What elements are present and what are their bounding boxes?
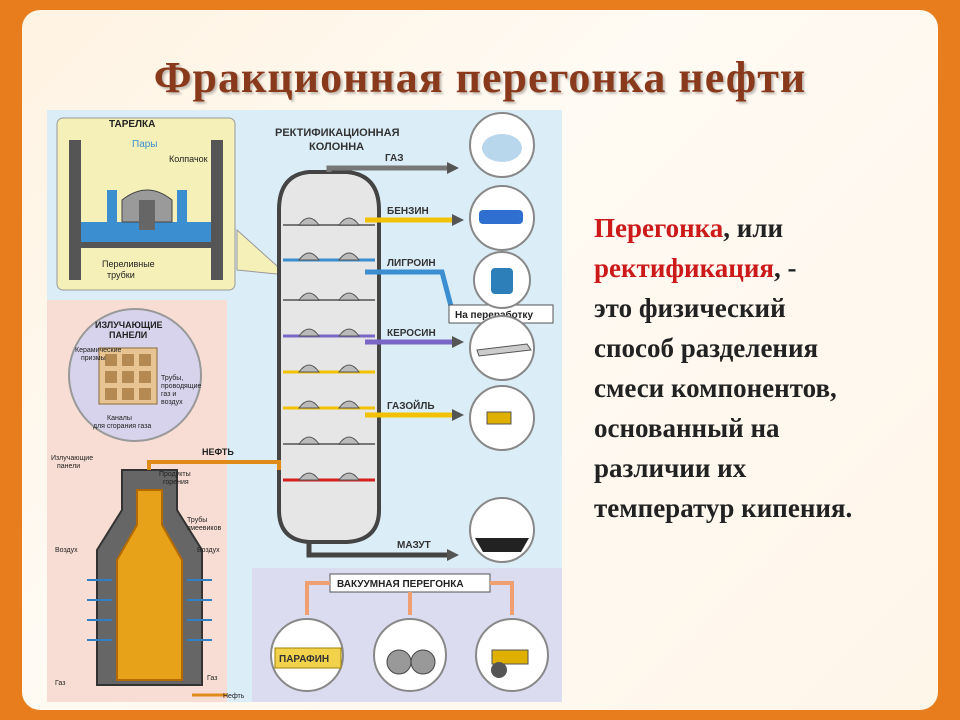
ceramic-label-2: призмы [81, 355, 106, 362]
gas-right-label: Газ [207, 675, 217, 682]
column-title-1: РЕКТИФИКАЦИОННАЯ [275, 127, 400, 139]
combustion-label-2: горения [163, 479, 189, 486]
definition-line-0: Перегонка, или [594, 208, 924, 248]
distillation-diagram: ТАРЕЛКА Пары Колпачок Переливные трубки … [47, 110, 562, 702]
ligroin-label: ЛИГРОИН [387, 258, 436, 269]
radiant-label-1: ИЗЛУЧАЮЩИЕ [95, 320, 163, 330]
definition-line-1: ректификация, - [594, 248, 924, 288]
page-title: Фракционная перегонка нефти [153, 53, 807, 102]
term-connector: , или [723, 213, 784, 243]
pipes-label-4: воздух [161, 399, 183, 406]
definition-line-5: основанный на [594, 413, 780, 443]
plate-detail: ТАРЕЛКА Пары Колпачок Переливные трубки [56, 117, 289, 291]
vapors-label: Пары [132, 139, 158, 150]
definition-line-6: различии их [594, 453, 747, 483]
rad-left-label-2: панели [57, 463, 80, 470]
radiant-panel-detail: ИЗЛУЧАЮЩИЕ ПАНЕЛИ Керамические призмы Тр… [68, 308, 202, 442]
radiant-label-2: ПАНЕЛИ [109, 330, 147, 340]
pipes-label-3: газ и [161, 391, 176, 398]
channels-label-2: для сгорания газа [93, 423, 151, 430]
vacuum-label: ВАКУУМНАЯ ПЕРЕГОНКА [337, 579, 464, 590]
coil-label-1: Трубы [187, 516, 207, 524]
definition-line-4: смеси компонентов, [594, 373, 837, 403]
pipes-label-2: проводящие [161, 383, 202, 390]
definition-line-3: способ разделения [594, 333, 819, 363]
oil-in-label: Нефть [223, 693, 245, 700]
term-rectification: ректификация [594, 253, 774, 283]
definition-text: Перегонка, или ректификация, - это физич… [594, 208, 924, 528]
rectification-column [277, 170, 447, 558]
gears-icon [373, 618, 447, 692]
ceramic-label-1: Керамические [75, 347, 121, 354]
kerosene-label: КЕРОСИН [387, 328, 436, 339]
channels-label-1: Каналы [107, 415, 132, 422]
definition-line-2: это физический [594, 293, 786, 323]
gasoline-label: БЕНЗИН [387, 206, 429, 217]
rad-left-label-1: Излучающие [51, 455, 93, 462]
mazut-label: МАЗУТ [397, 540, 431, 551]
paraffin-label: ПАРАФИН [279, 654, 329, 665]
ship-icon [469, 497, 535, 563]
pipes-label-1: Трубы, [161, 374, 183, 382]
definition-line-7: температур кипения. [594, 493, 853, 523]
cap-label: Колпачок [169, 154, 208, 164]
gas-left-label: Газ [55, 680, 65, 687]
gas-label: ГАЗ [385, 153, 404, 164]
air-left-label: Воздух [55, 547, 78, 554]
gasoil-label: ГАЗОЙЛЬ [387, 399, 435, 412]
overflow-label-2: трубки [107, 270, 135, 280]
air-right-label: Воздух [197, 547, 220, 554]
coil-label-2: змеевиков [187, 525, 221, 532]
furnace: НЕФТЬ Продукты горения Излучающие панели… [51, 447, 281, 700]
overflow-label-1: Переливные [102, 259, 155, 269]
vacuum-section: ВАКУУМНАЯ ПЕРЕГОНКА ПАРАФИН [270, 573, 549, 692]
slide: Фракционная перегонка нефти ТАРЕЛКА Пары… [22, 10, 938, 710]
plate-label: ТАРЕЛКА [109, 119, 155, 130]
combustion-label-1: Продукты [159, 471, 191, 478]
oil-label: НЕФТЬ [202, 447, 234, 457]
column-title-2: КОЛОННА [309, 141, 364, 153]
term-dash: , - [773, 253, 797, 283]
term-distillation: Перегонка [594, 213, 724, 243]
